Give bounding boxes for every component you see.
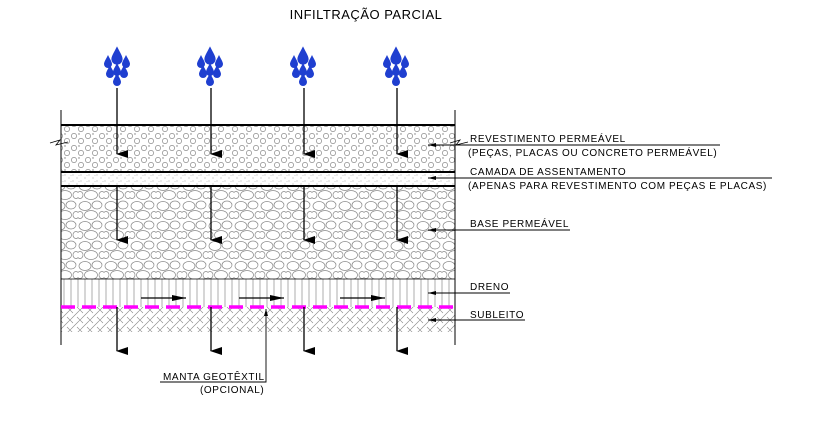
- label-camada-note: (APENAS PARA REVESTIMENTO COM PEÇAS E PL…: [468, 181, 767, 192]
- label-dreno: DRENO: [470, 282, 509, 293]
- label-geotextile-note: (OPCIONAL): [200, 385, 264, 396]
- layer-dreno: [61, 279, 455, 307]
- label-revestimento-note: (PEÇAS, PLACAS OU CONCRETO PERMEÁVEL): [468, 146, 717, 159]
- layer-camada: [61, 172, 455, 186]
- layer-boundaries: [49, 110, 469, 345]
- label-geotextile: MANTA GEOTÊXTIL: [163, 370, 265, 383]
- layer-subleito: [61, 307, 455, 332]
- rain-icon: [383, 46, 409, 86]
- rain-icons: [104, 46, 409, 86]
- label-revestimento: REVESTIMENTO PERMEÁVEL: [470, 132, 626, 145]
- label-base: BASE PERMEÁVEL: [470, 217, 569, 230]
- label-camada: CAMADA DE ASSENTAMENTO: [470, 167, 626, 178]
- layer-revestimento: [61, 125, 455, 172]
- layer-base: [61, 186, 455, 279]
- label-subleito: SUBLEITO: [470, 310, 524, 321]
- rain-icon: [290, 46, 316, 86]
- rain-icon: [104, 46, 130, 86]
- rain-icon: [197, 46, 223, 86]
- diagram-title: INFILTRAÇÃO PARCIAL: [290, 7, 443, 22]
- label-leaders: [160, 144, 772, 383]
- flow-arrows: [116, 88, 408, 355]
